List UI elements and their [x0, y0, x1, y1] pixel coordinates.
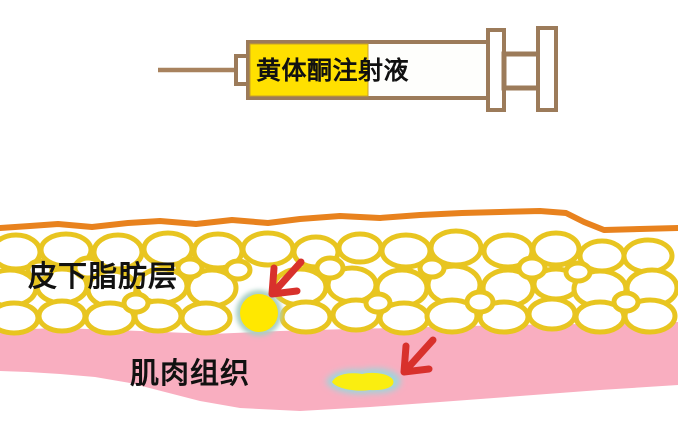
arrow-to-muscle-deposit [400, 336, 437, 376]
syringe-thumb-rest [536, 26, 558, 112]
fat-cell [121, 291, 151, 315]
progesterone-syringe: 黄体酮注射液 [158, 26, 558, 112]
arrow-to-fat-deposit [268, 258, 305, 298]
fat-layer-label: 皮下脂肪层 [28, 259, 178, 293]
fat-cell [38, 231, 94, 269]
fat-cell [279, 299, 333, 335]
fat-cell [223, 258, 253, 282]
fat-cell [240, 230, 296, 268]
fat-cell [363, 291, 393, 315]
fat-cell [175, 256, 205, 280]
fat-cell [526, 296, 578, 332]
skin-surface-line [0, 208, 678, 233]
arrow-head [268, 264, 301, 298]
muscle-layer-drug-deposit [326, 368, 401, 394]
fat-cell [621, 237, 675, 275]
fat-cell [417, 256, 447, 280]
fat-layer-drug-deposit [236, 290, 282, 336]
arrow-shaft [402, 336, 437, 374]
muscle-layer-label: 肌肉组织 [130, 356, 250, 390]
fat-cell [36, 298, 88, 334]
syringe-medication-label [249, 43, 369, 97]
fat-cell [314, 255, 346, 281]
fat-cell [424, 297, 480, 335]
fat-cell [563, 260, 593, 284]
muscle-tissue-layer [0, 322, 678, 411]
fat-cell [0, 300, 41, 336]
muscle-tissue-shape [0, 322, 678, 411]
fat-cell [464, 289, 496, 315]
syringe-label-text: 黄体酮注射液 [256, 56, 409, 85]
fat-cell [611, 290, 641, 314]
arrow-head [400, 342, 433, 376]
subcutaneous-fat-cells [0, 228, 678, 336]
deposit-core [240, 294, 278, 332]
arrow-shaft [270, 258, 305, 296]
fat-cell [179, 300, 233, 336]
deposit-core [332, 372, 394, 391]
fat-cell [336, 231, 384, 265]
fat-cell [530, 230, 582, 268]
fat-cell [516, 255, 548, 281]
fat-cell [25, 258, 55, 282]
fat-cell [72, 255, 104, 281]
